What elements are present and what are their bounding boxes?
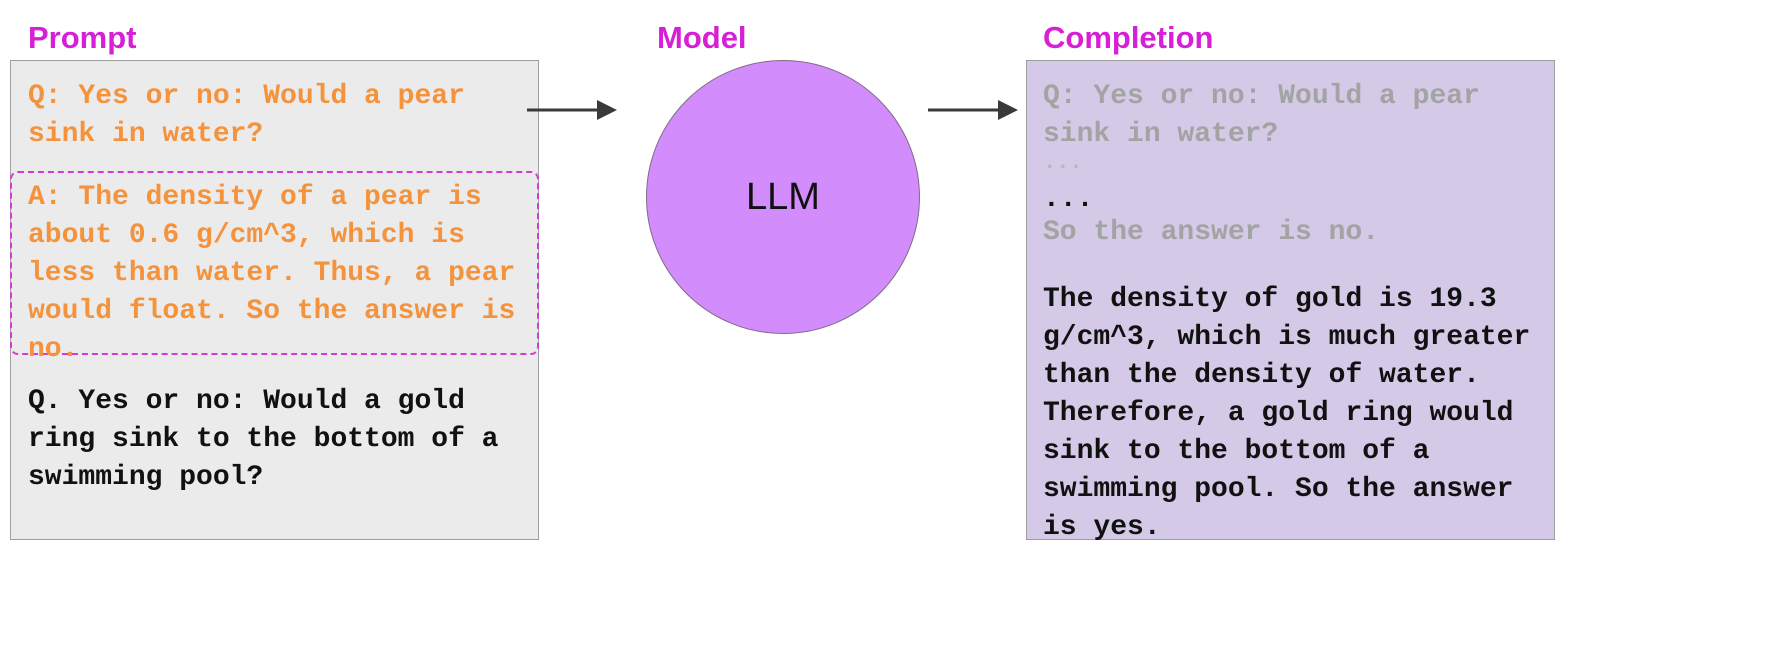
prompt-example-question: Q: Yes or no: Would a pear sink in water…	[28, 81, 465, 150]
model-heading: Model	[657, 20, 747, 55]
example-answer-highlight	[10, 171, 539, 355]
completion-panel	[1026, 60, 1555, 540]
completion-echo-ellipsis: ...	[1043, 150, 1083, 175]
arrow-right-icon	[527, 100, 617, 120]
completion-ellipsis: ...	[1043, 184, 1094, 215]
completion-echo-question: Q: Yes or no: Would a pear sink in water…	[1043, 81, 1480, 150]
completion-echo-answer: So the answer is no.	[1043, 217, 1380, 248]
arrow-right-icon	[928, 100, 1018, 120]
prompt-panel	[10, 60, 539, 540]
prompt-new-question: Q. Yes or no: Would a gold ring sink to …	[28, 386, 499, 493]
completion-answer: The density of gold is 19.3 g/cm^3, whic…	[1043, 284, 1531, 543]
llm-circle: LLM	[646, 60, 920, 334]
completion-heading: Completion	[1043, 20, 1214, 55]
prompt-heading: Prompt	[28, 20, 137, 55]
llm-label: LLM	[746, 175, 820, 218]
prompt-example-answer: A: The density of a pear is about 0.6 g/…	[28, 182, 516, 365]
